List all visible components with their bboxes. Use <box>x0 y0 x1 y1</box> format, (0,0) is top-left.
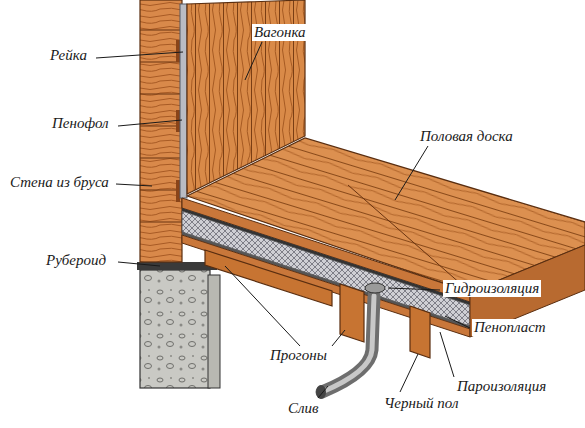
part-label: Прогоны <box>268 347 329 364</box>
part-label: Пенофол <box>50 115 111 132</box>
part-label: Пенопласт <box>472 319 548 336</box>
part-label: Стена из бруса <box>8 174 111 191</box>
part-label: Черный пол <box>382 395 461 412</box>
part-label: Рейка <box>48 47 89 64</box>
part-label: Вагонка <box>252 24 308 41</box>
part-label: Слив <box>286 400 321 417</box>
leader-lines <box>96 42 470 398</box>
part-label: Пароизоляция <box>455 378 548 395</box>
part-label: Гидроизоляция <box>443 280 541 297</box>
part-label: Рубероид <box>44 252 108 269</box>
part-label: Половая доска <box>418 128 515 145</box>
